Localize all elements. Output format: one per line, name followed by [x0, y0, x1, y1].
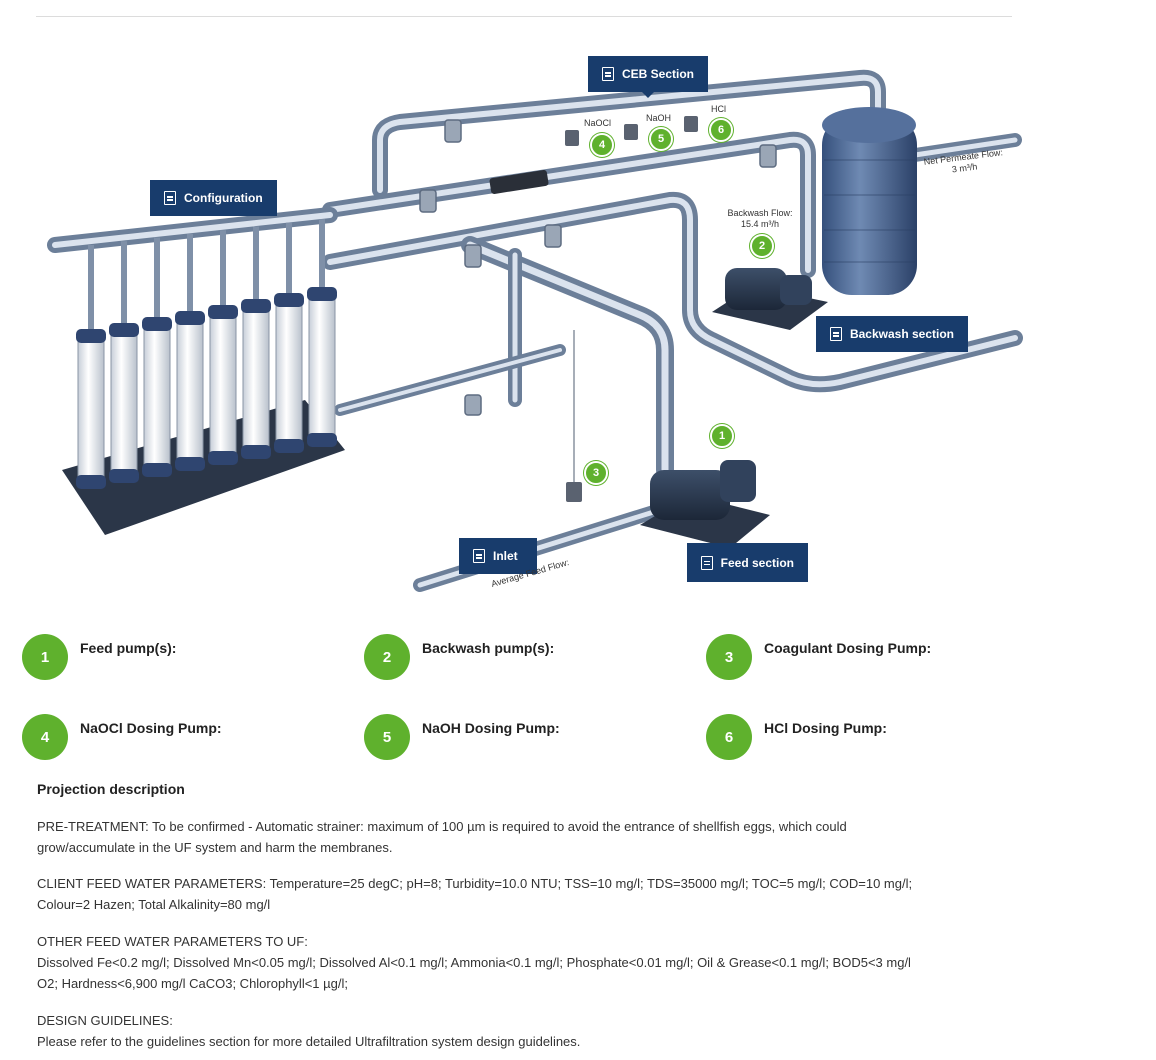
module-cap — [274, 439, 304, 453]
inlet-tag[interactable]: Inlet — [459, 538, 537, 574]
module-cap — [109, 469, 139, 483]
clipboard-icon — [701, 555, 713, 570]
feed-section-label: Feed section — [720, 555, 794, 570]
diagram-badge-6: 6 — [709, 118, 733, 142]
membrane-module — [110, 328, 138, 480]
diagram-badge-2: 2 — [750, 234, 774, 258]
backwash-section-label: Backwash section — [849, 327, 954, 341]
backwash-flow-value: 15.4 m³/h — [740, 219, 780, 229]
legend-title: HCl Dosing Pump: — [764, 720, 887, 736]
diagram-drawing — [47, 69, 1023, 592]
backwash-flow-label: Backwash Flow: 15.4 m³/h — [718, 208, 802, 230]
legend-title: NaOCl Dosing Pump: — [80, 720, 222, 736]
membrane-module — [308, 292, 336, 444]
legend-item-feed-pump: 1 Feed pump(s): — [22, 634, 176, 680]
backwash-flow-title: Backwash Flow: — [727, 208, 793, 218]
inlet-label: Inlet — [493, 549, 518, 563]
clipboard-icon — [830, 327, 842, 341]
module-cap — [76, 329, 106, 343]
ceb-section-tag[interactable]: CEB Section — [588, 56, 708, 98]
naocl-label: NaOCl — [584, 118, 612, 128]
membrane-rack — [62, 219, 345, 535]
module-cap — [241, 445, 271, 459]
ceb-section-label: CEB Section — [621, 67, 694, 81]
legend-title: Coagulant Dosing Pump: — [764, 640, 932, 656]
module-cap — [175, 311, 205, 325]
module-cap — [142, 463, 172, 477]
projection-description-heading: Projection description — [37, 781, 185, 797]
backwash-pump — [712, 268, 828, 330]
backwash-section-tag[interactable]: Backwash section — [816, 316, 968, 352]
legend-title: Feed pump(s): — [80, 640, 177, 656]
naoh-label: NaOH — [646, 113, 672, 123]
diagram-badge-4: 4 — [590, 133, 614, 157]
hcl-label: HCl — [711, 104, 726, 114]
module-cap — [142, 317, 172, 331]
design-heading: DESIGN GUIDELINES: — [37, 1013, 173, 1028]
configuration-label: Configuration — [184, 191, 263, 205]
legend-number: 2 — [364, 634, 410, 680]
clipboard-icon — [164, 191, 176, 205]
diagram-badge-3: 3 — [584, 461, 608, 485]
module-cap — [109, 323, 139, 337]
module-cap — [76, 475, 106, 489]
pretreatment-line-1: PRE-TREATMENT: To be confirmed - Automat… — [37, 819, 847, 834]
legend-item-naoh-pump: 5 NaOH Dosing Pump: — [364, 714, 560, 760]
design-guidelines-text: DESIGN GUIDELINES: Please refer to the g… — [37, 1010, 997, 1052]
configuration-tag[interactable]: Configuration — [150, 180, 277, 216]
other-line-1: Dissolved Fe<0.2 mg/l; Dissolved Mn<0.05… — [37, 955, 911, 970]
module-cap — [208, 305, 238, 319]
legend-number: 6 — [706, 714, 752, 760]
legend-number: 1 — [22, 634, 68, 680]
strainer — [489, 169, 549, 195]
client-line-1: CLIENT FEED WATER PARAMETERS: Temperatur… — [37, 876, 913, 891]
membrane-module — [209, 310, 237, 462]
membrane-module — [143, 322, 171, 474]
diagram-badge-5: 5 — [649, 127, 673, 151]
pretreatment-line-2: grow/accumulate in the UF system and har… — [37, 840, 393, 855]
legend-number: 5 — [364, 714, 410, 760]
permeate-tank — [822, 107, 917, 295]
other-heading: OTHER FEED WATER PARAMETERS TO UF: — [37, 934, 308, 949]
design-line-1: Please refer to the guidelines section f… — [37, 1034, 581, 1049]
membrane-module — [242, 304, 270, 456]
uf-system-diagram: CEB Section Configuration Backwash secti… — [47, 56, 1023, 592]
membrane-module — [176, 316, 204, 468]
module-cap — [274, 293, 304, 307]
legend-number: 4 — [22, 714, 68, 760]
pretreatment-text: PRE-TREATMENT: To be confirmed - Automat… — [37, 816, 997, 858]
clipboard-icon — [602, 67, 614, 81]
legend-item-backwash-pump: 2 Backwash pump(s): — [364, 634, 554, 680]
feed-pump — [640, 460, 770, 548]
legend-item-hcl-pump: 6 HCl Dosing Pump: — [706, 714, 887, 760]
tag-pointer — [642, 92, 654, 98]
client-line-2: Colour=2 Hazen; Total Alkalinity=80 mg/l — [37, 897, 271, 912]
dosing-pumps — [565, 116, 698, 502]
module-cap — [208, 451, 238, 465]
module-cap — [241, 299, 271, 313]
feed-section-tag[interactable]: Feed section — [687, 543, 808, 582]
pipework — [47, 69, 1023, 592]
legend-item-naocl-pump: 4 NaOCl Dosing Pump: — [22, 714, 222, 760]
diagram-badge-1: 1 — [710, 424, 734, 448]
top-divider — [36, 16, 1012, 17]
client-parameters-text: CLIENT FEED WATER PARAMETERS: Temperatur… — [37, 873, 997, 915]
other-parameters-text: OTHER FEED WATER PARAMETERS TO UF: Disso… — [37, 931, 997, 994]
legend-item-coagulant-pump: 3 Coagulant Dosing Pump: — [706, 634, 931, 680]
module-cap — [307, 287, 337, 301]
membrane-module — [77, 334, 105, 486]
valves — [419, 119, 777, 416]
legend-title: Backwash pump(s): — [422, 640, 555, 656]
legend-number: 3 — [706, 634, 752, 680]
clipboard-icon — [473, 549, 485, 563]
module-cap — [175, 457, 205, 471]
other-line-2: O2; Hardness<6,900 mg/l CaCO3; Chlorophy… — [37, 976, 348, 991]
module-cap — [307, 433, 337, 447]
legend-title: NaOH Dosing Pump: — [422, 720, 560, 736]
membrane-module — [275, 298, 303, 450]
